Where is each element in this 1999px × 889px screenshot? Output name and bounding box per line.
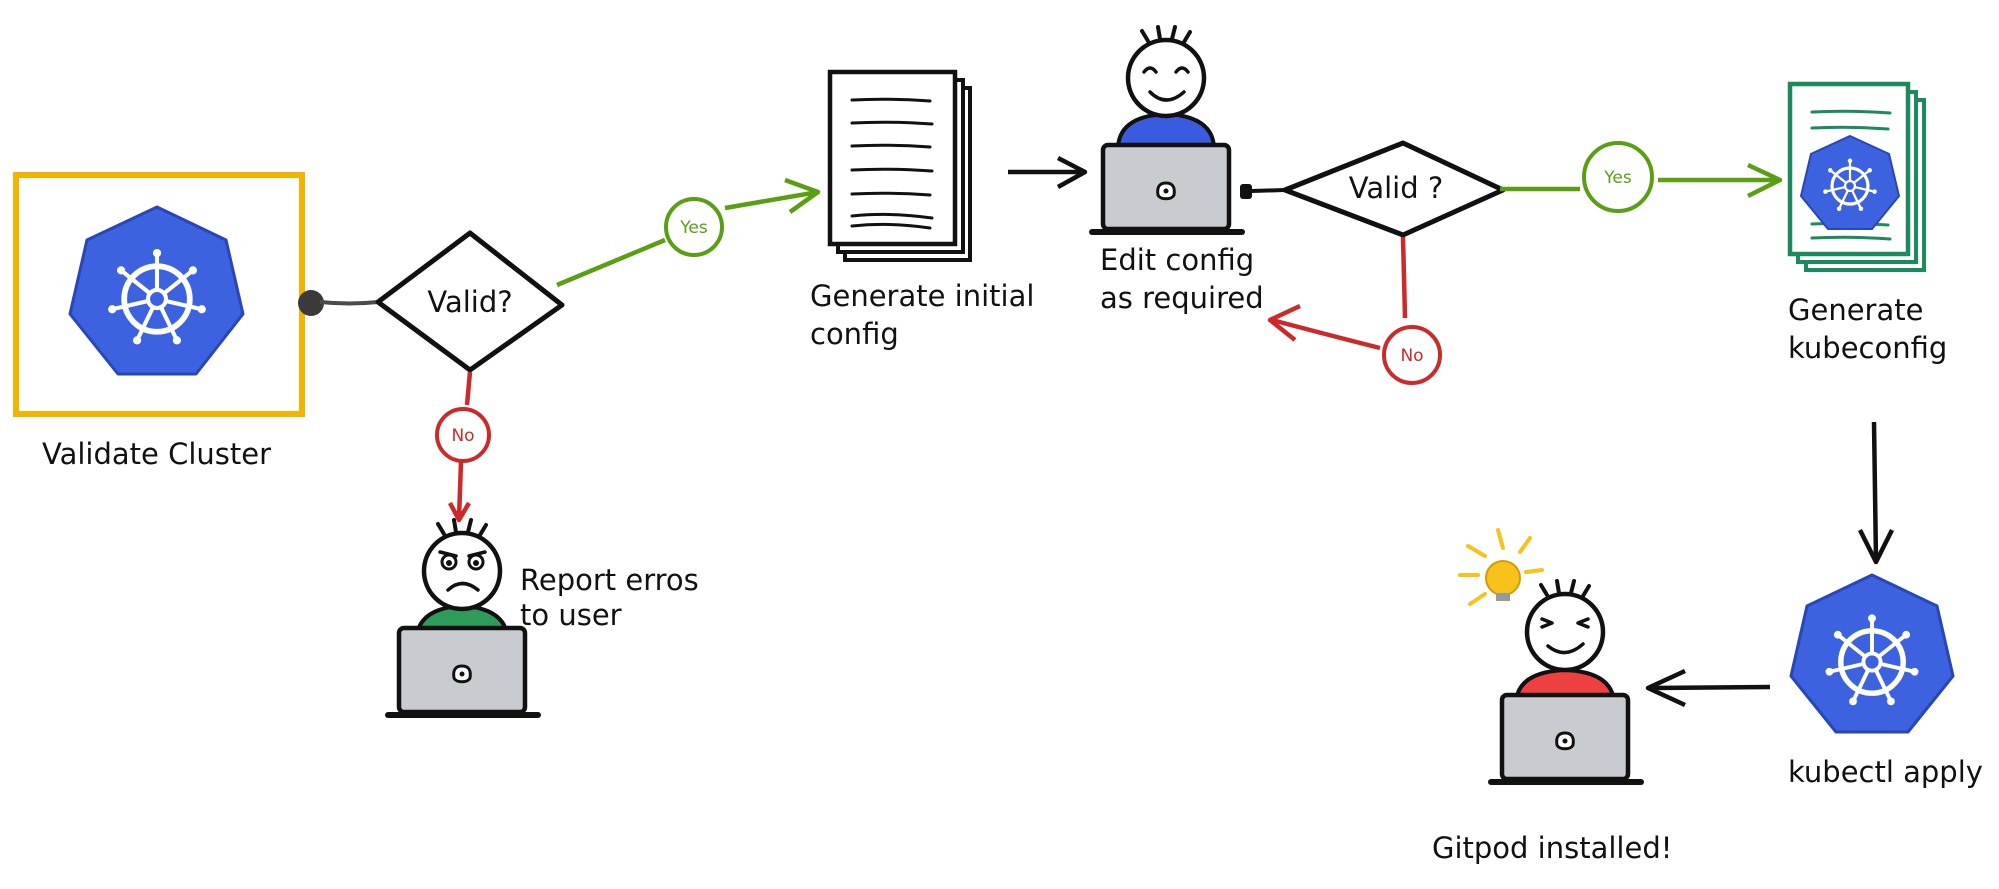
document-stack-icon: [1787, 81, 1926, 272]
yes-branch-2: Yes: [1500, 141, 1783, 213]
gitpod-installed-node: Gitpod installed!: [1432, 528, 1672, 865]
connector-apply-to-installed: [1645, 668, 1771, 708]
decision-valid-2: Valid ?: [1282, 140, 1506, 238]
generate-initial-config-node: Generate initial config: [810, 69, 1034, 351]
no-badge-1-label: No: [451, 426, 474, 446]
arrow-icon: [448, 501, 471, 523]
kubectl-apply-node: kubectl apply: [1788, 573, 1983, 789]
yes-badge-2-label: Yes: [1603, 168, 1632, 188]
yes-badge-2: [1582, 141, 1654, 213]
person-icon: [413, 518, 511, 642]
decision-valid-2-label: Valid ?: [1349, 171, 1444, 205]
generate-initial-config-label-line1: Generate initial: [810, 279, 1034, 313]
generate-kubeconfig-node: Generate kubeconfig: [1787, 81, 1947, 365]
generate-kubeconfig-label-line2: kubeconfig: [1788, 331, 1947, 365]
generate-kubeconfig-label-line1: Generate: [1788, 293, 1923, 327]
kubernetes-logo-icon: [1789, 573, 1955, 734]
report-errors-node: Report erros to user: [388, 518, 699, 715]
connector-kubeconfig-to-apply: [1857, 421, 1895, 565]
yes-branch-1: Yes: [556, 177, 821, 288]
laptop-icon: [1092, 145, 1242, 232]
arrow-icon: [1056, 156, 1088, 189]
no-badge-1: [435, 407, 491, 463]
arrow-icon: [1267, 303, 1301, 342]
yes-badge-1-label: Yes: [679, 218, 708, 238]
edit-config-label-line2: as required: [1100, 281, 1264, 315]
no-branch-1: No: [435, 371, 491, 523]
generate-initial-config-label-line2: config: [810, 317, 899, 351]
no-badge-2-label: No: [1400, 346, 1423, 366]
yes-badge-1: [664, 197, 724, 257]
arrow-icon: [1857, 528, 1895, 565]
person-icon: [1115, 25, 1217, 149]
report-errors-label-line1: Report erros: [520, 563, 699, 597]
arrow-icon: [784, 177, 821, 214]
no-branch-2: No: [1267, 236, 1442, 385]
validate-cluster-node: Validate Cluster: [13, 172, 305, 471]
gitpod-installed-label: Gitpod installed!: [1432, 831, 1672, 865]
connector-edit-to-decision: [1240, 184, 1286, 199]
laptop-icon: [388, 628, 538, 715]
edit-config-node: Edit config as required: [1092, 25, 1264, 315]
arrow-icon: [1645, 668, 1686, 708]
kubernetes-logo-icon: [1799, 134, 1901, 230]
connector-cluster-to-decision: [298, 290, 379, 316]
document-stack-icon: [827, 69, 972, 262]
decision-valid-1-label: Valid?: [427, 285, 512, 319]
report-errors-label-line2: to user: [520, 598, 622, 632]
person-icon: [1513, 579, 1617, 704]
kubectl-apply-label: kubectl apply: [1788, 755, 1983, 789]
laptop-icon: [1491, 695, 1641, 782]
edit-config-label-line1: Edit config: [1100, 243, 1254, 277]
decision-valid-1: Valid?: [375, 230, 565, 373]
connector-config-to-edit: [1008, 156, 1088, 189]
no-badge-2: [1382, 325, 1442, 385]
kubernetes-logo-icon: [68, 205, 245, 376]
arrow-icon: [1746, 162, 1783, 199]
lightbulb-icon: [1458, 528, 1544, 606]
validate-cluster-label: Validate Cluster: [42, 437, 271, 471]
